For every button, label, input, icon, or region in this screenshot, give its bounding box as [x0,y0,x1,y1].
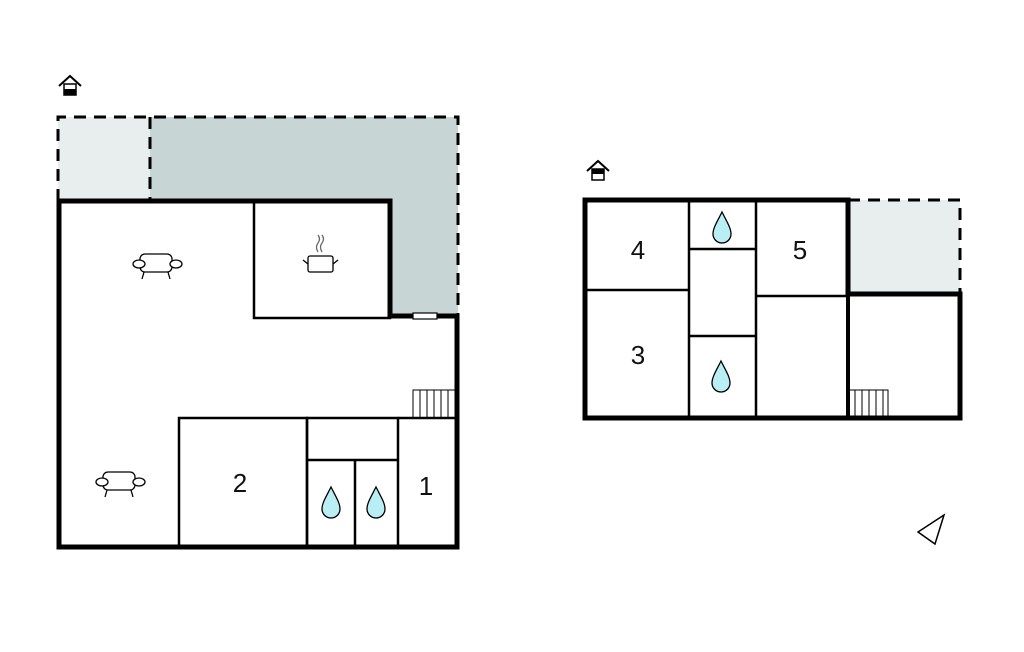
bathroom-water-icon [366,485,386,519]
room-label: 4 [631,235,645,265]
bathroom-water-icon [711,359,731,393]
stairs-icon [412,389,456,419]
bathroom-water-icon [321,485,341,519]
bathroom-water-icon [712,210,732,244]
terrace [56,115,460,316]
stairs-icon [847,389,889,419]
north-arrow-icon [916,513,946,546]
terrace [848,198,962,294]
room-label: 2 [233,468,247,498]
sofa-icon [95,471,146,498]
window [412,312,438,320]
upper-floor-house-icon [586,159,610,181]
room-label: 1 [419,471,433,501]
ground-floor-house-icon [58,74,82,96]
room-label: 3 [631,340,645,370]
kitchen-pot-icon [302,234,339,273]
sofa-icon [132,253,183,280]
room-label: 5 [793,235,807,265]
